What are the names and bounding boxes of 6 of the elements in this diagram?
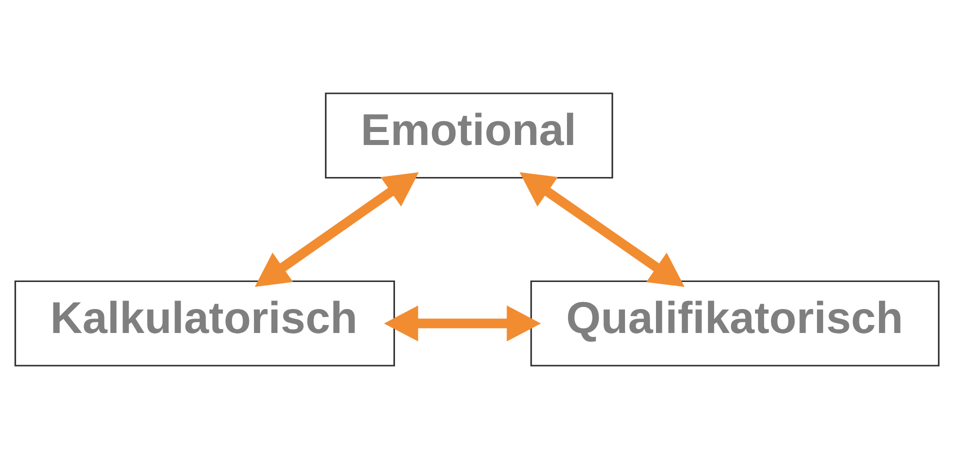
node-box: Emotional	[324, 92, 614, 179]
arrow	[254, 172, 419, 287]
arrow	[384, 306, 541, 342]
node-box: Qualifikatorisch	[530, 280, 940, 366]
arrow	[520, 172, 685, 287]
node-box: Kalkulatorisch	[14, 280, 395, 366]
